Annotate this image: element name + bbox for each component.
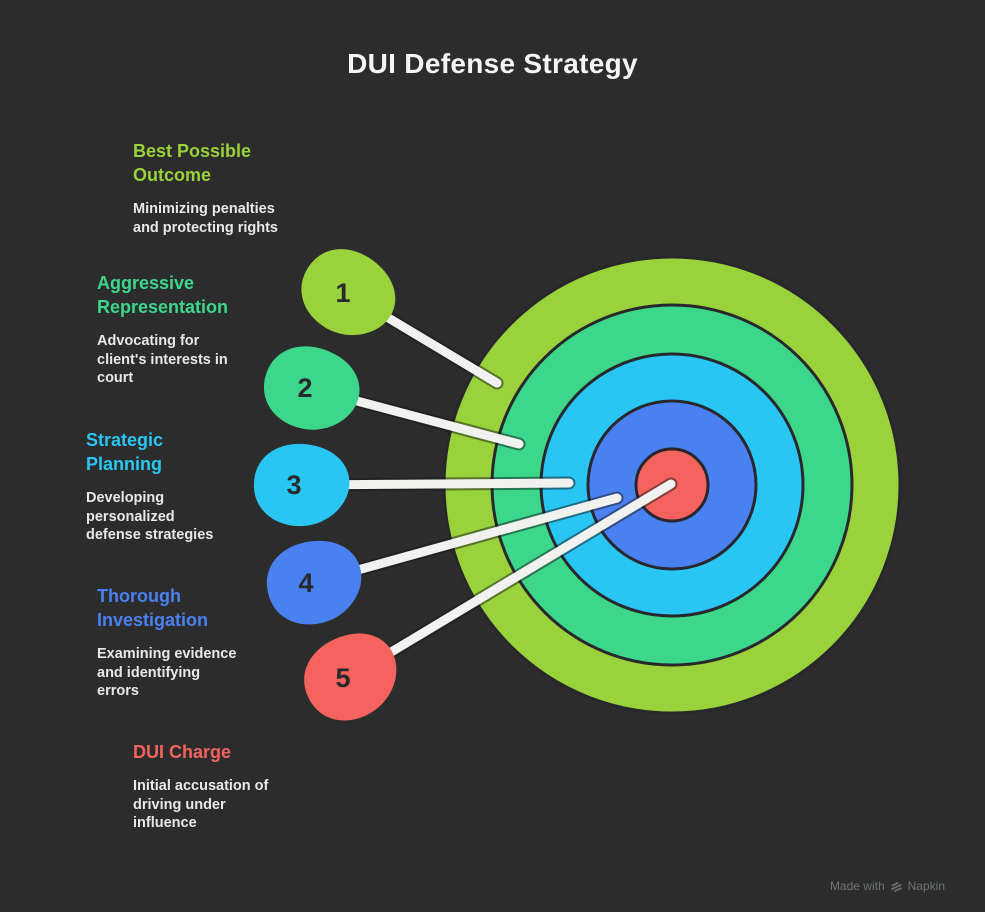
pin-4 [266,540,362,625]
pin-3-number: 3 [286,470,301,500]
connector-line-4 [304,491,624,590]
watermark-prefix: Made with [829,879,885,893]
label-thorough-investigation: Thorough Investigation Examining evidenc… [97,584,307,701]
label-description: Advocating for client's interests in cou… [97,333,228,386]
label-title: Best Possible Outcome [133,141,252,185]
pin-5 [304,633,397,721]
pin-1-number: 1 [335,278,350,308]
label-dui-charge: DUI Charge Initial accusation of driving… [133,740,343,833]
label-aggressive-representation: Aggressive Representation Advocating for… [97,271,307,388]
label-best-possible-outcome: Best Possible Outcome Minimizing penalti… [133,139,343,237]
label-strategic-planning: Strategic Planning Developing personaliz… [86,428,296,545]
pin-2-number: 2 [297,373,312,403]
pin-1 [301,249,396,336]
pin-4-number: 4 [298,568,313,598]
label-title: Thorough Investigation [97,586,209,630]
pin-3 [253,443,350,527]
label-description: Minimizing penalties and protecting righ… [133,201,278,236]
label-title: DUI Charge [133,742,232,762]
label-description: Initial accusation of driving under infl… [133,778,269,831]
label-title: Strategic Planning [86,430,164,474]
page-title: DUI Defense Strategy [347,48,638,79]
pin-2 [264,346,360,430]
connector-line-5 [341,477,678,685]
pin-5-number: 5 [335,663,350,693]
pins: 1 2 3 4 5 [253,249,397,721]
watermark: Made with Napkin [830,879,945,893]
label-title: Aggressive Representation [97,273,229,317]
watermark-brand: Napkin [907,879,945,893]
label-description: Developing personalized defense strategi… [86,490,214,543]
label-description: Examining evidence and identifying error… [97,646,237,699]
napkin-logo-icon [890,881,902,892]
